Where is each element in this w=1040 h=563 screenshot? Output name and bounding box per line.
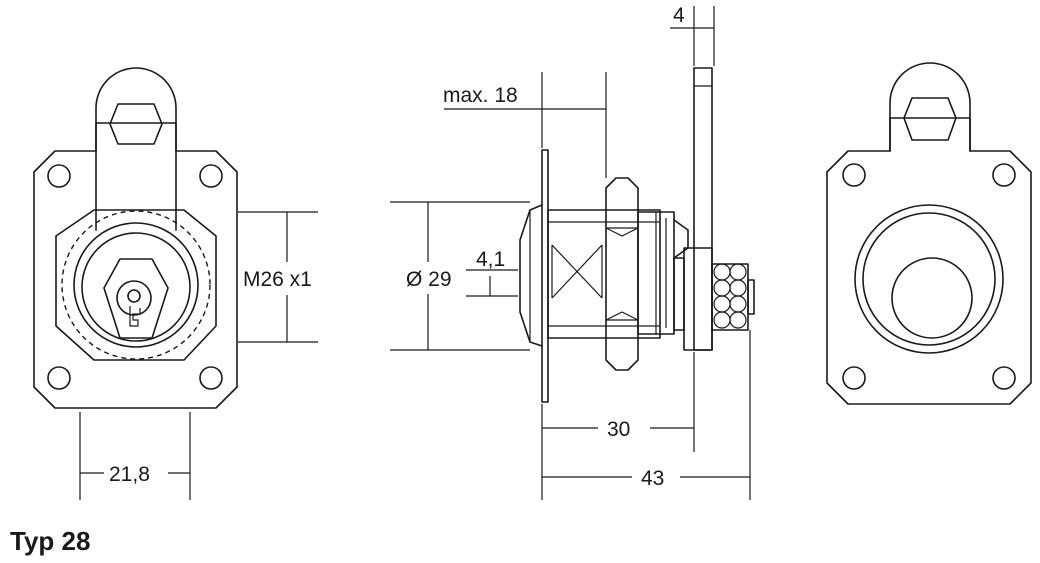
side-view: max. 18 4 Ø 29 4,1 30 43 — [390, 4, 755, 500]
side-flange — [541, 149, 549, 403]
rear-hole-bl — [842, 366, 866, 390]
front-view: M26 x1 21,8 — [33, 67, 318, 500]
side-bezel — [519, 204, 543, 347]
side-cam-arm — [693, 67, 713, 351]
side-thread-cross-b — [551, 244, 603, 299]
rear-hole-br — [992, 366, 1016, 390]
front-hole-bl — [47, 366, 71, 390]
rear-outer-ring — [854, 204, 1004, 354]
dim-thread-label: M26 x1 — [243, 268, 312, 291]
rear-hole-tr — [992, 163, 1016, 187]
dim-max-panel-label: max. 18 — [443, 84, 518, 107]
front-hidden-ring — [61, 210, 211, 360]
front-key-slot — [129, 306, 141, 327]
front-small-hex — [103, 258, 169, 339]
rear-cam-tab — [889, 62, 971, 152]
dim-hole-spacing-label: 21,8 — [109, 463, 150, 486]
rear-tab-hex — [903, 97, 957, 141]
side-thread-body — [547, 209, 661, 339]
rear-mid-ring — [862, 212, 996, 346]
front-hole-tl — [47, 164, 71, 188]
front-large-hex — [55, 209, 217, 361]
dim-length-cam-label: 30 — [607, 418, 630, 441]
rear-view — [826, 62, 1032, 405]
front-outer-ring — [73, 222, 199, 348]
front-tab-hex — [109, 103, 163, 145]
dim-diameter-label: Ø 29 — [406, 268, 452, 291]
front-hole-br — [199, 366, 223, 390]
dim-total-length-label: 43 — [641, 467, 664, 490]
side-nut — [605, 177, 639, 371]
dim-cam-thickness-label: 4 — [673, 4, 685, 27]
front-key-cylinder — [116, 280, 152, 316]
rear-inner-boss — [891, 257, 973, 339]
figure-caption: Typ 28 — [10, 526, 91, 556]
front-inner-ring — [81, 232, 191, 342]
front-hole-tr — [199, 164, 223, 188]
rear-hole-tl — [842, 163, 866, 187]
front-keyhole — [127, 289, 141, 303]
dim-key-offset-label: 4,1 — [476, 248, 505, 271]
front-cam-tab — [95, 67, 177, 152]
